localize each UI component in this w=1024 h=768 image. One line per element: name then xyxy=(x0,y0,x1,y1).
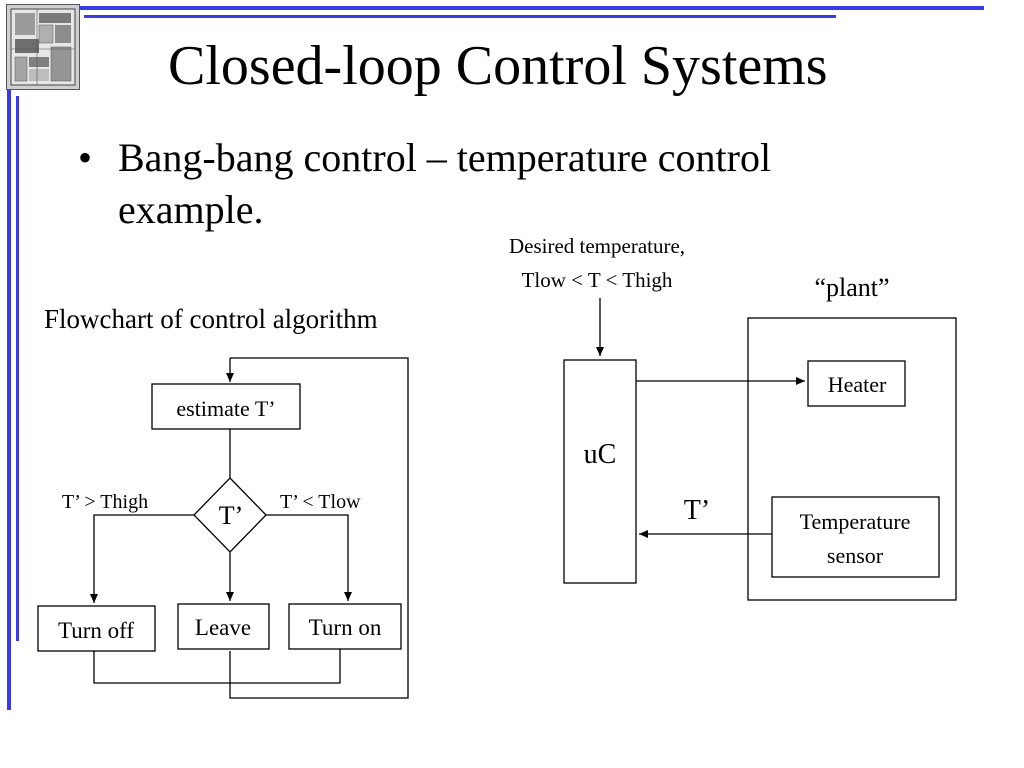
controller-label: uC xyxy=(584,439,617,470)
desired-temp-line2: Tlow < T < Thigh xyxy=(522,268,673,292)
frame-left-inner-bar xyxy=(16,96,19,641)
feedback-label: T’ xyxy=(684,495,710,526)
estimate-label: estimate T’ xyxy=(176,396,275,421)
chip-die-photo-icon xyxy=(6,4,80,90)
turn-off-label: Turn off xyxy=(58,618,134,643)
frame-left-bar xyxy=(7,90,11,710)
heater-box xyxy=(807,360,906,407)
sensor-box xyxy=(771,496,940,578)
merge-lines xyxy=(93,649,341,684)
flowchart-loop-line xyxy=(226,357,409,699)
bullet-text: Bang-bang control – temperature control … xyxy=(118,135,772,232)
bullet-item: • Bang-bang control – temperature contro… xyxy=(78,132,898,236)
leave-label: Leave xyxy=(195,615,251,640)
heater-label: Heater xyxy=(828,372,887,397)
turn-off-box xyxy=(37,605,156,652)
plant-label: “plant” xyxy=(814,273,889,302)
frame-top-bar xyxy=(78,6,984,10)
turn-on-label: Turn on xyxy=(309,615,382,640)
leave-box xyxy=(177,603,270,650)
sensor-label-line2: sensor xyxy=(827,543,884,568)
sensor-label-line1: Temperature xyxy=(800,509,911,534)
branch-left-label: T’ > Thigh xyxy=(62,491,148,513)
controller-box xyxy=(563,359,637,584)
flowchart-caption: Flowchart of control algorithm xyxy=(44,304,378,334)
slide-title: Closed-loop Control Systems xyxy=(168,35,828,97)
decision-label: T’ xyxy=(219,501,244,530)
desired-temp-line1: Desired temperature, xyxy=(509,234,685,258)
frame-top-inner-bar xyxy=(84,15,836,18)
branch-lines xyxy=(90,514,352,603)
turn-on-box xyxy=(288,603,402,650)
branch-right-label: T’ < Tlow xyxy=(280,491,361,513)
estimate-box xyxy=(151,383,301,430)
bullet-marker: • xyxy=(78,135,93,180)
